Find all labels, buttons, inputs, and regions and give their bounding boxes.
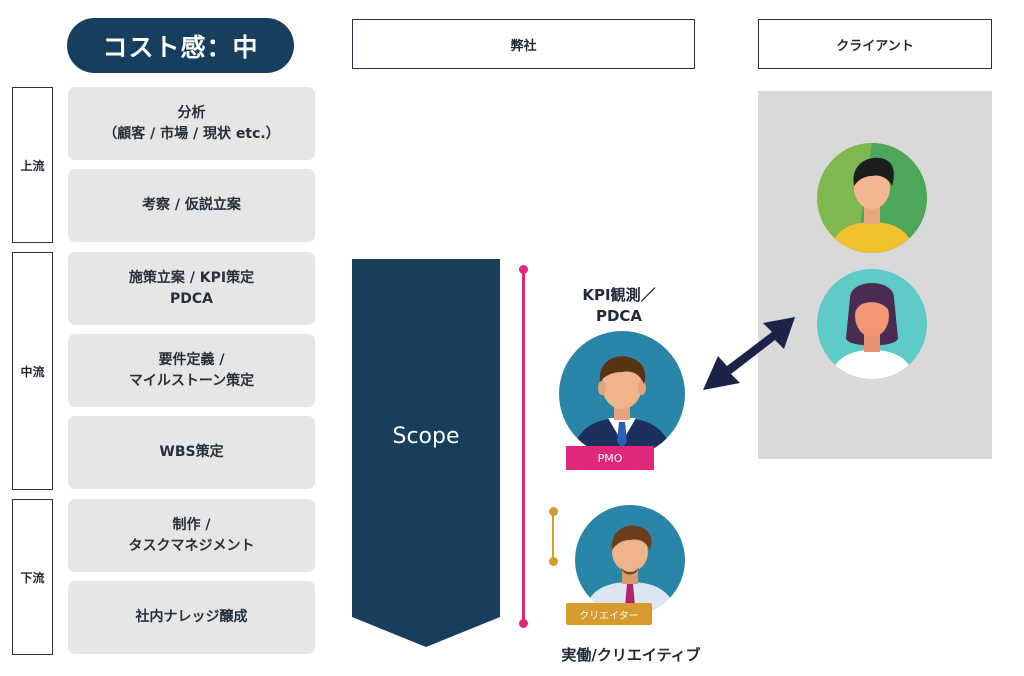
task-production: 制作 / タスクマネジメント <box>68 499 315 572</box>
responsibility-line-start-dot <box>519 265 528 274</box>
task-knowledge: 社内ナレッジ醸成 <box>68 581 315 654</box>
task-hypothesis: 考察 / 仮説立案 <box>68 169 315 242</box>
creator-line-end-dot <box>549 557 558 566</box>
task-kpi-planning: 施策立案 / KPI策定 PDCA <box>68 252 315 325</box>
double-arrow-icon <box>703 317 795 390</box>
client-column-header: クライアント <box>758 19 992 69</box>
pmo-badge: PMO <box>566 446 654 470</box>
company-column-header: 弊社 <box>352 19 695 69</box>
phase-upstream: 上流 <box>12 87 53 243</box>
scope-arrow <box>352 259 500 647</box>
task-analysis: 分析 （顧客 / 市場 / 現状 etc.） <box>68 87 315 160</box>
pmo-role-title: KPI観測／ PDCA <box>582 286 656 325</box>
creator-role-title: 実働/クリエイティブ <box>561 646 701 664</box>
creator-line <box>552 512 554 562</box>
creator-line-start-dot <box>549 507 558 516</box>
task-requirements: 要件定義 / マイルストーン策定 <box>68 334 315 407</box>
task-wbs: WBS策定 <box>68 416 315 489</box>
client-woman-avatar-icon <box>817 269 927 379</box>
phase-downstream: 下流 <box>12 499 53 655</box>
creator-badge: クリエイター <box>566 603 652 625</box>
client-man-avatar-icon <box>817 143 927 253</box>
responsibility-line-end-dot <box>519 619 528 628</box>
responsibility-line <box>522 270 525 624</box>
creator-avatar-icon <box>575 505 685 615</box>
cost-level-badge: コスト感：中 <box>67 18 294 73</box>
pmo-avatar-icon <box>559 331 685 457</box>
scope-label: Scope <box>392 424 460 449</box>
phase-midstream: 中流 <box>12 252 53 490</box>
